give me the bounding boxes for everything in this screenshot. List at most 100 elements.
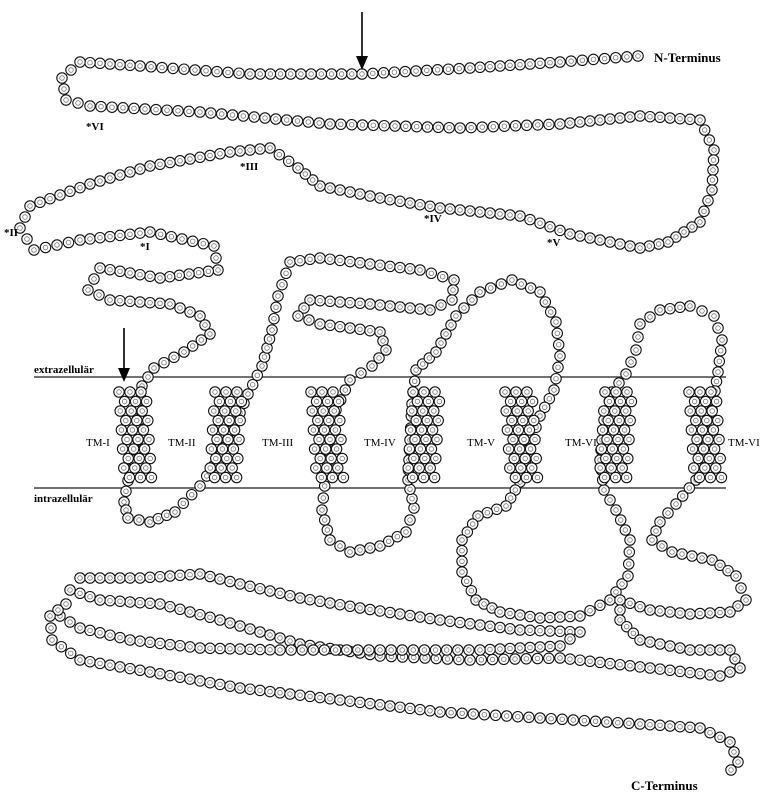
helix-residue: [235, 415, 245, 425]
helix-residue: [599, 472, 609, 482]
residue-bead: [515, 625, 525, 635]
residue-bead: [585, 606, 595, 616]
residue-bead: [644, 241, 654, 251]
residue-bead: [645, 663, 655, 673]
residue-bead: [685, 609, 695, 619]
helix-residue: [139, 444, 149, 454]
tm-1-label: TM-I: [86, 437, 110, 449]
residue-bead: [105, 630, 115, 640]
helix-residue: [138, 425, 148, 435]
residue-bead: [179, 64, 189, 74]
residue-bead: [185, 154, 195, 164]
residue-bead: [415, 265, 425, 275]
residue-bead: [540, 297, 550, 307]
helix-residue: [313, 415, 323, 425]
helix-residue: [335, 415, 345, 425]
residue-bead: [115, 266, 125, 276]
residue-bead: [405, 198, 415, 208]
residue-bead: [125, 268, 135, 278]
residue-bead: [225, 644, 235, 654]
residue-bead: [419, 645, 429, 655]
helix-residue: [116, 425, 126, 435]
helix-residue: [336, 434, 346, 444]
helix-residue: [319, 425, 329, 435]
residue-bead: [345, 601, 355, 611]
helix-residue: [308, 425, 318, 435]
residue-bead: [544, 119, 554, 129]
residue-bead: [345, 298, 355, 308]
tm-7-label: TM-VI: [728, 437, 760, 449]
residue-bead: [194, 268, 204, 278]
helix-residue: [331, 444, 341, 454]
residue-bead: [265, 69, 275, 79]
residue-bead: [585, 656, 595, 666]
residue-bead: [125, 60, 135, 70]
helix-residue: [404, 444, 414, 454]
helix-residue: [518, 415, 528, 425]
residue-bead: [496, 279, 506, 289]
residue-bead: [635, 319, 645, 329]
helix-residue: [311, 463, 321, 473]
helix-residue: [610, 472, 620, 482]
residue-bead: [532, 653, 542, 663]
residue-bead: [545, 222, 555, 232]
residue-bead: [495, 209, 505, 219]
residue-bead: [315, 596, 325, 606]
residue-bead: [255, 584, 265, 594]
intracellular-label: intrazellulär: [34, 493, 93, 505]
residue-bead: [320, 515, 330, 525]
helix-residue: [707, 406, 717, 416]
residue-bead: [515, 211, 525, 221]
residue-bead: [249, 112, 259, 122]
residue-bead: [545, 641, 555, 651]
residue-bead: [145, 598, 155, 608]
helix-residue: [411, 415, 421, 425]
residue-bead: [185, 607, 195, 617]
residue-bead: [633, 332, 643, 342]
residue-bead: [293, 311, 303, 321]
residue-bead: [56, 642, 66, 652]
helix-residue: [610, 406, 620, 416]
helix-residue: [521, 472, 531, 482]
residue-bead: [165, 639, 175, 649]
residue-bead: [535, 218, 545, 228]
helix-residue: [421, 434, 431, 444]
residue-bead: [255, 644, 265, 654]
residue-bead: [451, 311, 461, 321]
residue-bead: [335, 322, 345, 332]
helix-residue: [596, 444, 606, 454]
helix-residue: [137, 406, 147, 416]
residue-bead: [605, 495, 615, 505]
helix-residue: [416, 425, 426, 435]
residue-bead: [282, 115, 292, 125]
residue-bead: [269, 314, 279, 324]
residue-bead: [443, 64, 453, 74]
residue-bead: [729, 747, 739, 757]
residue-bead: [510, 654, 520, 664]
residue-bead: [365, 299, 375, 309]
residue-bead: [85, 179, 95, 189]
residue-bead: [165, 157, 175, 167]
residue-bead: [535, 626, 545, 636]
residue-bead: [625, 598, 635, 608]
helix-residue: [135, 472, 145, 482]
residue-bead: [94, 290, 104, 300]
helix-residue: [714, 434, 724, 444]
residue-bead: [613, 718, 623, 728]
residue-bead: [486, 283, 496, 293]
residue-bead: [378, 68, 388, 78]
residue-bead: [430, 645, 440, 655]
residue-bead: [335, 255, 345, 265]
residue-bead: [623, 571, 633, 581]
residue-bead: [255, 69, 265, 79]
residue-bead: [211, 253, 221, 263]
residue-bead: [645, 605, 655, 615]
tm-5-label: TM-V: [467, 437, 495, 449]
residue-bead: [215, 149, 225, 159]
residue-bead: [645, 312, 655, 322]
residue-bead: [715, 607, 725, 617]
residue-bead: [156, 229, 166, 239]
helix-residue: [127, 425, 137, 435]
residue-bead: [75, 183, 85, 193]
residue-bead: [129, 103, 139, 113]
